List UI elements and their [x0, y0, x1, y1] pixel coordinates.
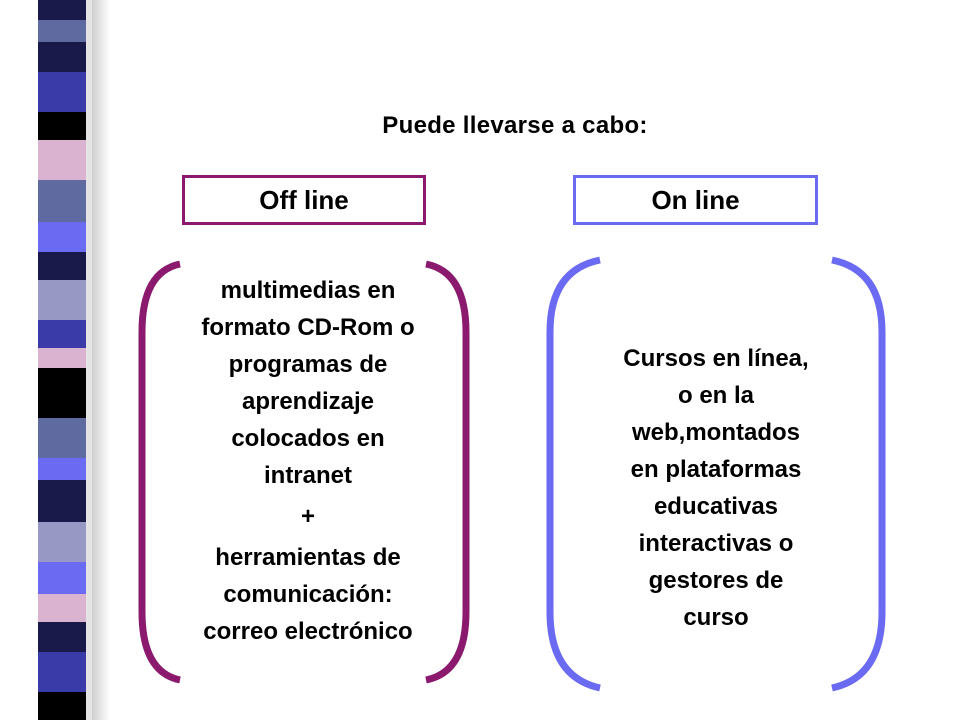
stripe — [38, 458, 86, 480]
stripe — [38, 368, 86, 418]
stripe — [38, 140, 86, 180]
offline-line: programas de — [228, 351, 388, 378]
online-line: Cursos en línea, — [623, 345, 809, 372]
offline-line: herramientas de — [215, 544, 401, 571]
offline-line: formato CD-Rom o — [201, 314, 415, 341]
offline-description: multimedias en formato CD-Rom o programa… — [162, 272, 454, 650]
stripe — [38, 20, 86, 42]
decorative-stripe-bar — [0, 0, 110, 720]
offline-line: colocados en — [231, 425, 385, 452]
stripe — [38, 112, 86, 140]
online-line: o en la — [677, 382, 755, 409]
offline-label: Off line — [259, 184, 349, 215]
stripe — [38, 480, 86, 522]
online-line: gestores de — [648, 567, 784, 594]
stripe — [38, 42, 86, 72]
online-line: educativas — [653, 493, 779, 520]
stripe — [38, 252, 86, 280]
online-line: web,montados — [631, 419, 800, 446]
stripe — [38, 0, 86, 20]
stripe-edge — [86, 0, 92, 720]
offline-line: aprendizaje — [241, 388, 375, 415]
online-label: On line — [651, 184, 740, 215]
stripe — [38, 594, 86, 622]
stripe — [38, 418, 86, 458]
offline-line: correo electrónico — [203, 618, 413, 645]
offline-label-box: Off line — [182, 175, 426, 225]
stripe — [38, 180, 86, 222]
plus-sign: + — [300, 503, 315, 530]
stripe — [38, 622, 86, 652]
slide-title: Puede llevarse a cabo: — [382, 112, 648, 139]
online-label-box: On line — [573, 175, 818, 225]
stripe — [38, 280, 86, 320]
online-line: en plataformas — [630, 456, 802, 483]
stripe — [38, 562, 86, 594]
stripe — [38, 222, 86, 252]
offline-line: intranet — [263, 462, 352, 489]
stripe — [38, 692, 86, 720]
online-description: Cursos en línea, o en la web,montados en… — [585, 340, 847, 636]
online-line: interactivas o — [638, 530, 794, 557]
stripe — [38, 348, 86, 368]
stripe — [38, 652, 86, 692]
offline-line: comunicación: — [223, 581, 393, 608]
offline-line: multimedias en — [220, 277, 396, 304]
stripe — [38, 320, 86, 348]
online-line: curso — [683, 604, 749, 631]
stripe-shadow — [92, 0, 110, 720]
stripe — [38, 522, 86, 562]
stripe — [38, 72, 86, 112]
